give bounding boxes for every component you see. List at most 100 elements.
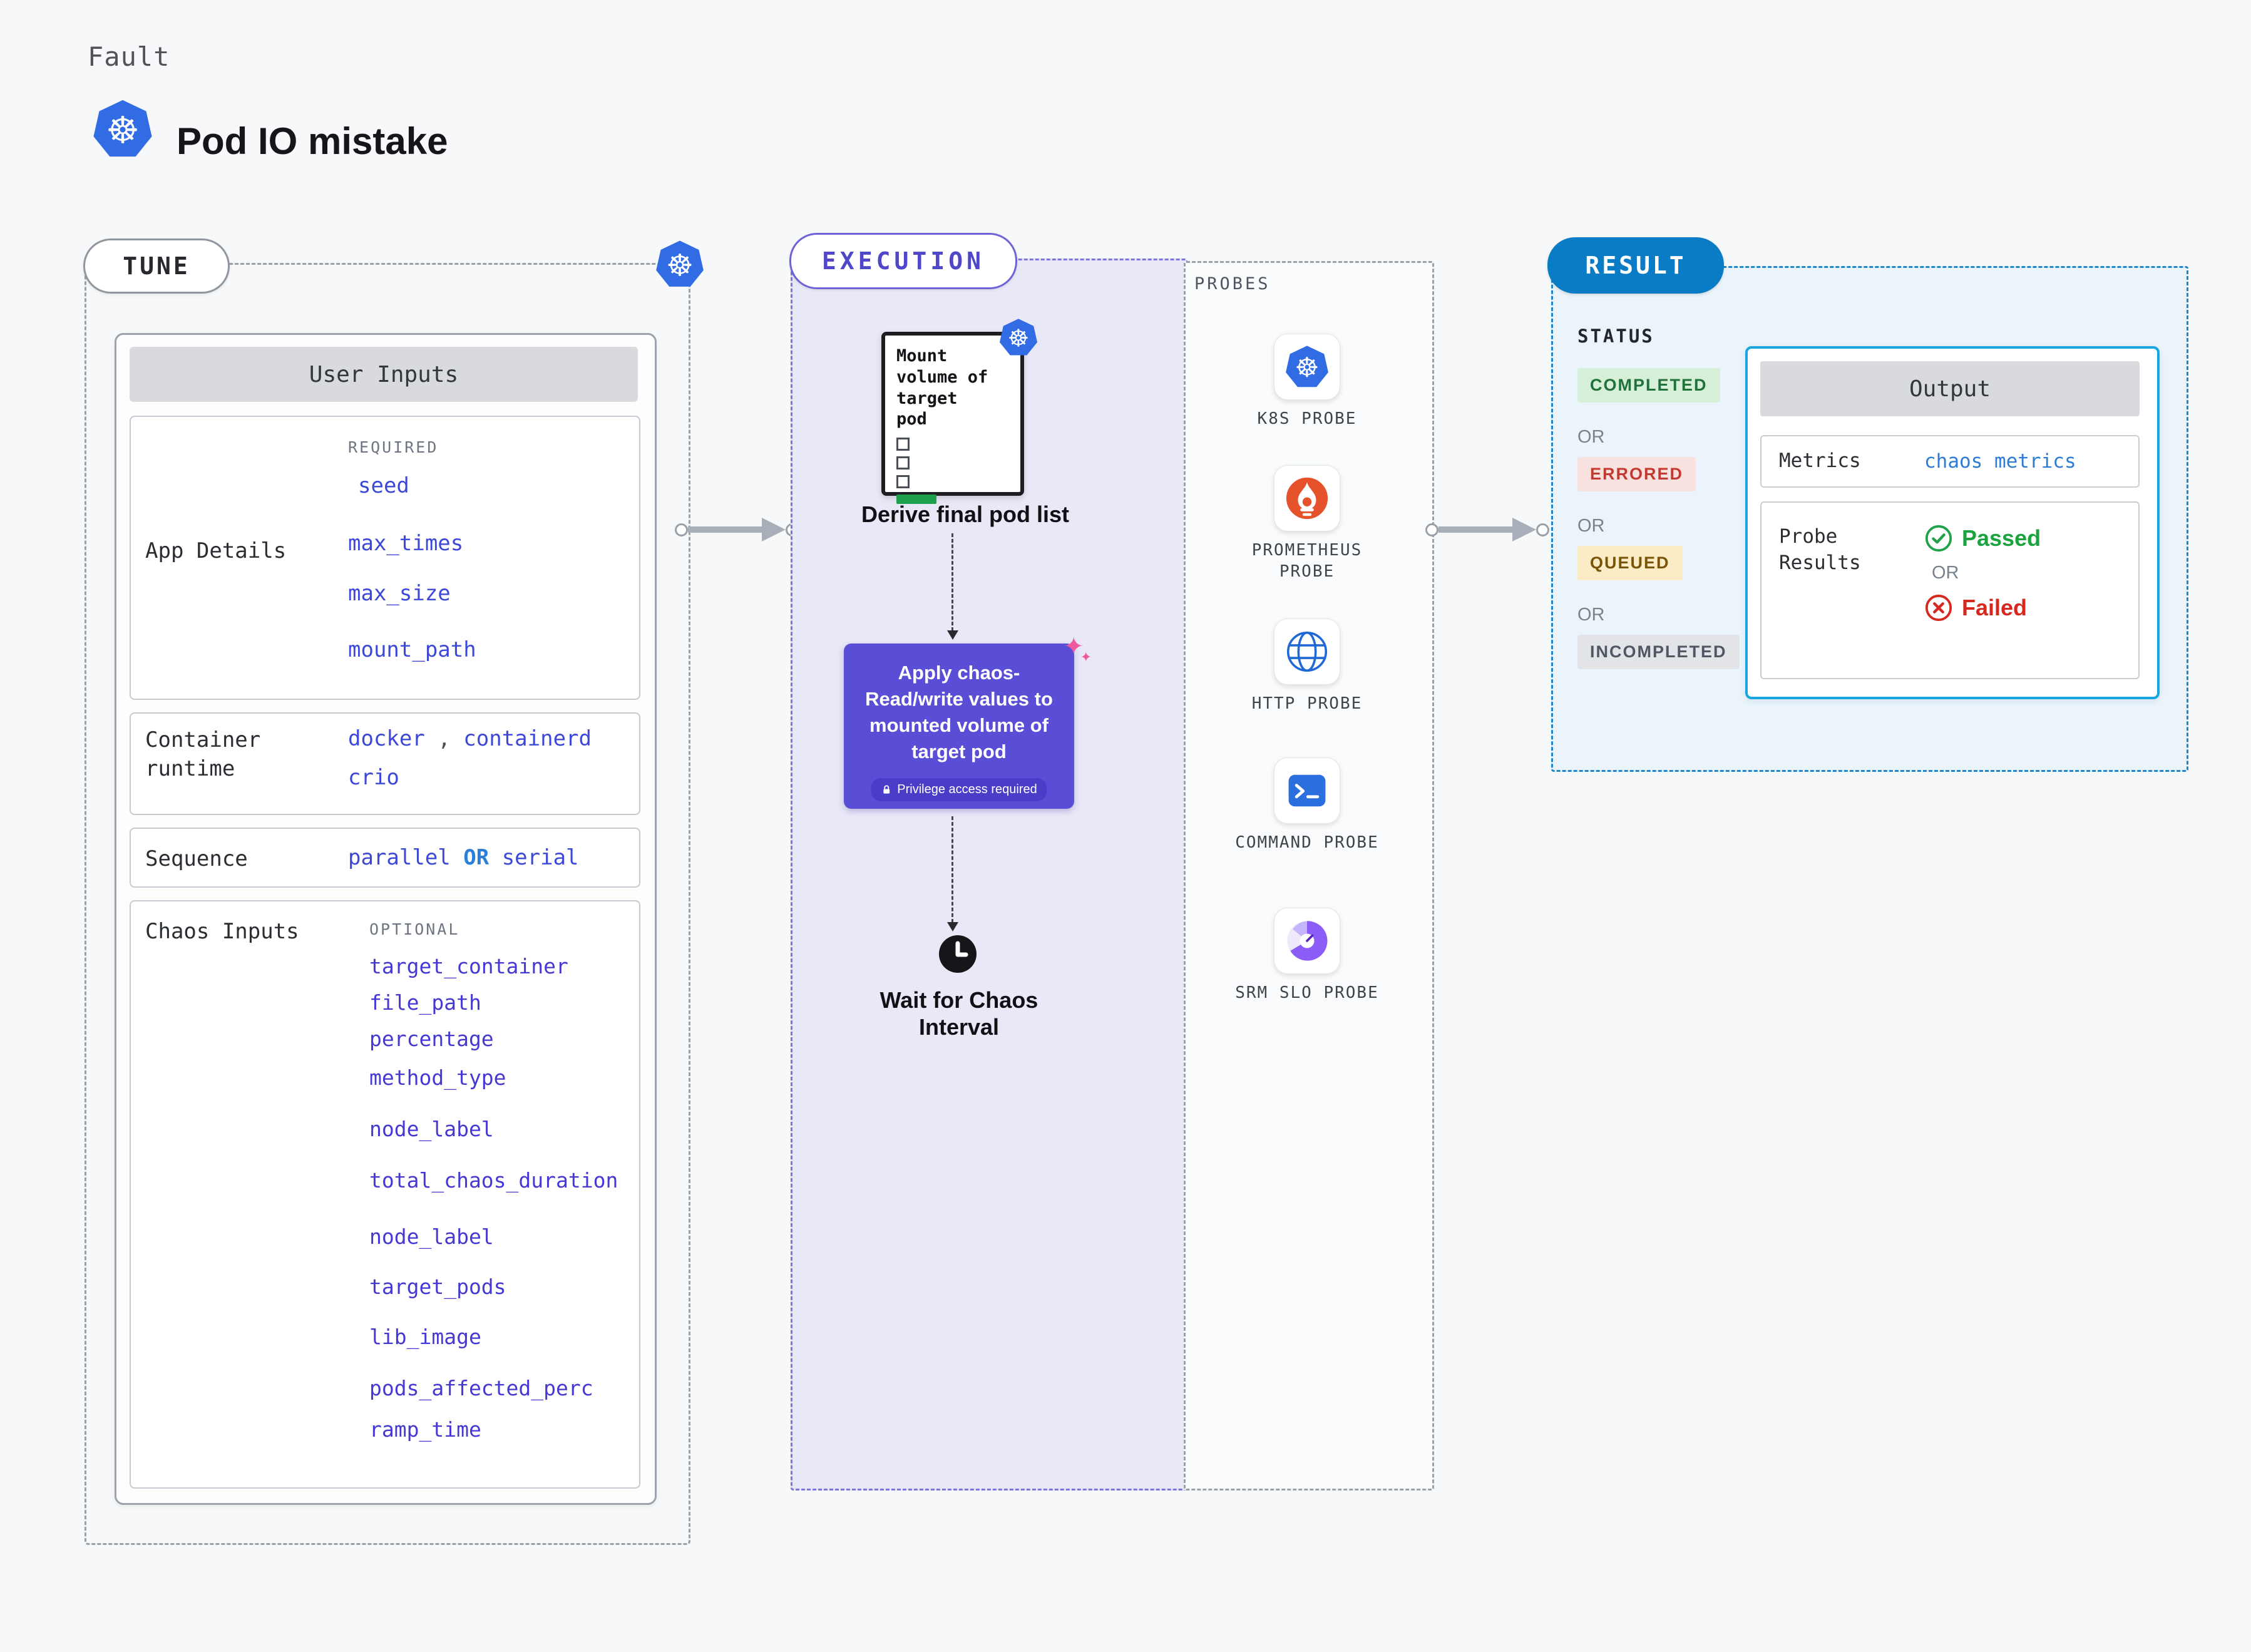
probe-label: PROMETHEUS PROBE — [1251, 541, 1363, 581]
flow-arrow-execution-to-result — [1425, 518, 1549, 541]
field-target-container: target_container — [369, 954, 568, 978]
probe-label: HTTP PROBE — [1251, 694, 1363, 713]
user-inputs-header: User Inputs — [130, 347, 638, 402]
optional-tag: OPTIONAL — [369, 920, 460, 938]
kubernetes-icon: ☸ — [1274, 334, 1340, 400]
chaos-inputs-label: Chaos Inputs — [145, 919, 299, 944]
svg-text:☸: ☸ — [106, 109, 139, 152]
sequence-parallel: parallel — [348, 845, 451, 870]
failed-line: Failed — [1924, 593, 2041, 622]
status-badge-queued: QUEUED — [1577, 546, 1683, 580]
checkbox-icon — [896, 456, 910, 469]
note-checklist — [896, 438, 1009, 488]
field-max-size: max_size — [348, 581, 451, 606]
probe-results-values: Passed OR Failed — [1924, 524, 2041, 678]
kubernetes-icon: ☸ — [655, 240, 704, 289]
apply-chaos-text: Apply chaos- Read/write values to mounte… — [865, 662, 1053, 762]
status-badge-incompleted: INCOMPLETED — [1577, 635, 1740, 669]
field-node-label: node_label — [369, 1117, 494, 1141]
runtime-crio: crio — [348, 765, 399, 790]
lock-icon — [883, 784, 890, 794]
progress-bar — [896, 495, 936, 504]
dashed-connector-arrow — [947, 816, 958, 931]
output-header: Output — [1760, 361, 2140, 416]
app-details-section — [130, 416, 640, 700]
probe-label: K8S PROBE — [1257, 409, 1357, 428]
required-tag: REQUIRED — [348, 438, 439, 456]
probe-results-row: Probe Results Passed OR Failed — [1760, 501, 2140, 679]
field-total-chaos-duration: total_chaos_duration — [369, 1168, 618, 1193]
dashed-connector-arrow — [947, 533, 958, 640]
failed-text: Failed — [1962, 595, 2028, 620]
tune-region — [85, 263, 690, 1545]
checkbox-icon — [896, 438, 910, 451]
runtime-containerd: containerd — [463, 726, 592, 751]
connector-dot — [1425, 523, 1438, 536]
metrics-label: Metrics — [1779, 449, 1861, 473]
field-lib-image: lib_image — [369, 1325, 481, 1349]
field-method-type: method_type — [369, 1065, 506, 1090]
or-separator: OR — [1932, 563, 1959, 583]
flow-arrow-tune-to-execution — [675, 518, 799, 541]
sparkle-icon: ✦ — [1080, 650, 1092, 665]
chaos-metrics-link[interactable]: chaos metrics — [1924, 450, 2076, 473]
probe-item-k8s: ☸ K8S PROBE — [1212, 334, 1402, 430]
sparkle-icon: ✦ — [1063, 632, 1084, 661]
probe-item-command: COMMAND PROBE — [1212, 757, 1402, 854]
field-node-label-2: node_label — [369, 1224, 494, 1249]
gauge-icon — [1274, 908, 1340, 974]
mount-volume-note: Mount volume of target pod ☸ — [881, 319, 1038, 504]
privilege-badge: Privilege access required — [871, 778, 1047, 801]
fault-eyebrow: Fault — [88, 41, 170, 72]
note-text: Mount volume of target pod — [896, 346, 988, 429]
container-runtime-label: Container runtime — [145, 727, 261, 781]
probe-results-label: Probe Results — [1779, 525, 1861, 574]
field-pods-affected-perc: pods_affected_perc — [369, 1376, 593, 1400]
kubernetes-icon: ☸ — [93, 99, 153, 159]
chaos-inputs-section — [130, 900, 640, 1489]
svg-text:☸: ☸ — [666, 248, 693, 283]
status-badge-completed: COMPLETED — [1577, 368, 1720, 403]
or-separator: OR — [1577, 427, 1605, 447]
runtime-docker: docker — [348, 726, 425, 751]
result-pill: RESULT — [1547, 237, 1724, 294]
checkbox-icon — [896, 475, 910, 488]
probe-item-prometheus: PROMETHEUS PROBE — [1212, 465, 1402, 583]
x-circle-icon — [1925, 594, 1952, 622]
container-runtime-section — [130, 712, 640, 815]
terminal-icon — [1274, 757, 1340, 824]
field-percentage: percentage — [369, 1027, 494, 1051]
tune-pill: TUNE — [83, 239, 230, 294]
arrow-shaft — [1438, 526, 1512, 533]
field-ramp-time: ramp_time — [369, 1417, 481, 1442]
connector-dot — [1536, 523, 1549, 536]
or-separator: OR — [1577, 516, 1605, 536]
sequence-value: parallel OR serial — [348, 845, 579, 870]
connector-dot — [675, 523, 688, 536]
execution-pill: EXECUTION — [789, 233, 1017, 289]
probes-title: PROBES — [1194, 274, 1271, 294]
svg-text:☸: ☸ — [1295, 352, 1320, 384]
status-heading: STATUS — [1577, 326, 1654, 347]
field-file-path: file_path — [369, 990, 481, 1015]
page-title: Pod IO mistake — [177, 120, 448, 162]
probe-item-http: HTTP PROBE — [1212, 618, 1402, 715]
clock-icon — [938, 934, 978, 974]
derive-pod-list-caption: Derive final pod list — [861, 501, 1070, 527]
arrow-shaft — [688, 526, 762, 533]
metrics-row: Metrics chaos metrics — [1760, 435, 2140, 488]
probe-label: COMMAND PROBE — [1235, 833, 1379, 852]
status-badge-errored: ERRORED — [1577, 457, 1696, 491]
sequence-or: OR — [463, 845, 490, 870]
sequence-label: Sequence — [145, 846, 248, 871]
field-target-pods: target_pods — [369, 1275, 506, 1299]
prometheus-icon — [1274, 465, 1340, 531]
arrow-head — [1512, 518, 1536, 541]
sequence-section — [130, 828, 640, 888]
globe-icon — [1274, 618, 1340, 685]
field-mount-path: mount_path — [348, 637, 476, 662]
field-max-times: max_times — [348, 531, 464, 556]
wait-chaos-caption: Wait for Chaos Interval — [879, 987, 1038, 1040]
container-runtime-values: docker , containerd — [348, 726, 592, 751]
